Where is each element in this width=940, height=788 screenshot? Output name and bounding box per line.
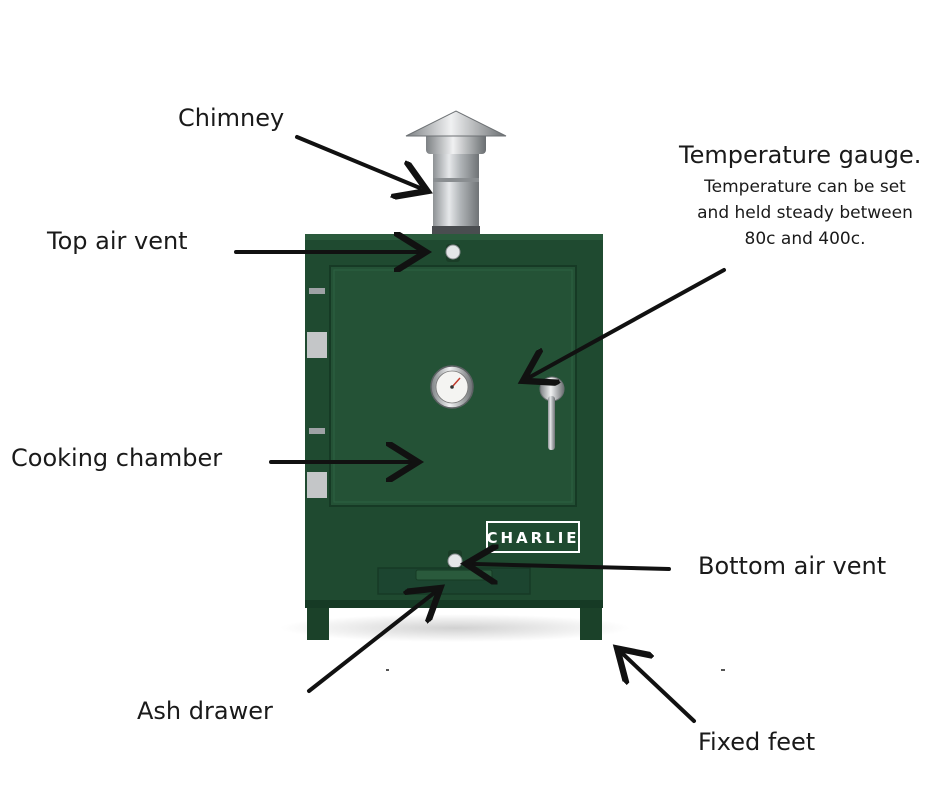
- label-ash-drawer: Ash drawer: [137, 696, 273, 726]
- arrow-chimney: [297, 137, 420, 188]
- label-bottom-air-vent: Bottom air vent: [698, 551, 886, 581]
- temperature-gauge: [431, 366, 473, 408]
- fixed-foot-right: [580, 604, 602, 640]
- bottom-air-vent: [448, 550, 462, 570]
- label-temperature-gauge: Temperature gauge.: [679, 140, 921, 170]
- floor-shadow: [280, 614, 630, 642]
- temperature-gauge-line-1: Temperature can be set: [672, 174, 938, 200]
- hinge-bottom: [307, 472, 327, 498]
- brand-text: CHARLIE: [486, 529, 579, 547]
- temperature-gauge-line-3: 80c and 400c.: [672, 226, 938, 252]
- arrow-fixed-feet: [623, 654, 694, 721]
- top-air-vent: [446, 244, 460, 262]
- label-chimney: Chimney: [178, 103, 284, 133]
- ash-drawer: [378, 568, 530, 594]
- fixed-foot-left: [307, 604, 329, 640]
- label-cooking-chamber: Cooking chamber: [11, 443, 222, 473]
- temperature-gauge-description: Temperature can be set and held steady b…: [672, 174, 938, 252]
- label-fixed-feet: Fixed feet: [698, 727, 815, 757]
- hinge-top: [307, 332, 327, 358]
- label-top-air-vent: Top air vent: [47, 226, 188, 256]
- temperature-gauge-line-2: and held steady between: [672, 200, 938, 226]
- chimney: [406, 111, 506, 234]
